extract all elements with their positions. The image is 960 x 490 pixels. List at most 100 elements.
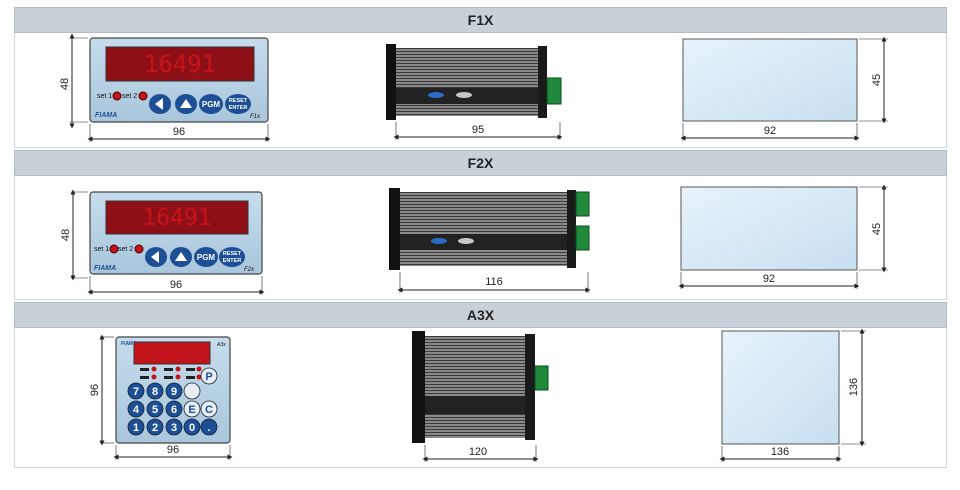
connector: [534, 365, 549, 391]
dim-depth: 116: [485, 276, 503, 288]
dim-cutout-height: 45: [871, 74, 883, 86]
set2-label: set 2: [122, 93, 137, 100]
dim-cutout-height: 45: [871, 223, 883, 235]
f2x-cutout-width-dimension: 92: [678, 272, 860, 289]
dim-cutout-width: 92: [764, 125, 776, 137]
f2x-depth-dimension: 116: [397, 272, 591, 293]
keypad-key: [200, 400, 218, 418]
keypad-key: [127, 418, 145, 436]
up-arrow-icon: [180, 99, 192, 108]
section-header-a3x: A3X: [14, 302, 947, 328]
keypad-key: [146, 382, 164, 400]
a3x-cutout-height-dimension: 136: [841, 328, 866, 447]
keypad-key-label: 2: [152, 422, 158, 434]
set2-label: set 2: [118, 246, 133, 253]
section-title: F2X: [467, 155, 494, 171]
keypad-key: [165, 382, 183, 400]
f2x-front-width-dimension: 96: [87, 276, 265, 295]
pgm-button: [199, 94, 223, 114]
keypad-key: [127, 382, 145, 400]
keypad-key-label: .: [207, 422, 210, 434]
f1x-side-view: [386, 44, 562, 120]
keypad-key: [183, 418, 201, 436]
brand-logo: FIAMA: [94, 265, 116, 272]
f1x-front-height-dimension: 48: [59, 33, 88, 129]
keypad-key-label: 8: [152, 386, 158, 398]
f2x-cutout: [680, 186, 858, 271]
f2x-front-panel: 16491 set 1 set 2 PGM RESET ENTER FIAMA …: [89, 191, 263, 275]
keypad-key-label: 5: [152, 404, 158, 416]
connector: [575, 191, 590, 217]
pgm-label: PGM: [202, 100, 221, 109]
model-mark: A3x: [216, 342, 226, 348]
keypad-key-label: 7: [133, 386, 139, 398]
dim-cutout-height: 136: [848, 378, 860, 396]
a3x-cutout: [721, 330, 840, 445]
keypad-key: [127, 400, 145, 418]
keypad-key-label: 1: [133, 422, 139, 434]
a3x-front-width-dimension: 96: [113, 444, 233, 460]
keypad-key-label: 4: [133, 404, 140, 416]
f2x-front-height-dimension: 48: [60, 189, 88, 281]
enter-label: ENTER: [223, 258, 242, 264]
keypad-key: [200, 367, 218, 385]
f1x-cutout-height-dimension: 45: [859, 36, 888, 124]
dim-front-width: 96: [170, 279, 182, 291]
dim-depth: 95: [472, 124, 484, 136]
keypad-key-label: 9: [171, 386, 177, 398]
keypad-key-label: 6: [171, 404, 177, 416]
keypad-key: [200, 418, 218, 436]
f1x-depth-dimension: 95: [393, 122, 563, 140]
f1x-front-width-dimension: 96: [87, 124, 271, 142]
dim-cutout-width: 92: [763, 273, 775, 285]
dim-front-width: 96: [167, 444, 179, 456]
a3x-side-view: [412, 331, 549, 443]
set1-label: set 1: [94, 246, 109, 253]
keypad-key: [165, 400, 183, 418]
section-title: F1X: [467, 12, 494, 28]
reset-enter-button: [225, 94, 251, 114]
led-indicators: [140, 366, 202, 380]
f1x-cutout-width-dimension: 92: [680, 123, 860, 141]
dim-depth: 120: [469, 446, 487, 458]
dim-front-height: 48: [59, 78, 71, 90]
lcd-display: [133, 341, 211, 365]
f2x-side-view: [389, 188, 590, 270]
section-title: A3X: [466, 307, 495, 323]
keypad-key-label: P: [205, 371, 212, 383]
a3x-cutout-width-dimension: 136: [719, 446, 842, 462]
set1-label: set 1: [97, 93, 112, 100]
dim-cutout-width: 136: [771, 446, 789, 458]
dim-front-width: 96: [173, 126, 185, 138]
lcd-display: 16491: [144, 50, 216, 78]
brand-logo: FIAMA: [121, 341, 137, 347]
f2x-cutout-height-dimension: 45: [859, 184, 888, 273]
section-header-f2x: F2X: [14, 150, 947, 176]
left-arrow-icon: [155, 98, 163, 110]
connector: [546, 77, 562, 105]
f1x-cutout: [682, 38, 858, 122]
dim-front-height: 48: [60, 229, 72, 241]
pgm-button: [194, 247, 218, 267]
keypad-key: [146, 418, 164, 436]
connector: [575, 225, 590, 251]
keypad-key-label: 0: [189, 422, 195, 434]
enter-label: ENTER: [229, 105, 248, 111]
keypad-key: [183, 382, 201, 400]
lcd-display: 16491: [142, 205, 211, 231]
reset-label: RESET: [229, 98, 248, 104]
keypad-key: [165, 418, 183, 436]
keypad-key: [146, 400, 164, 418]
left-arrow-icon: [151, 251, 159, 263]
f1x-front-panel: 16491 set 1 set 2 PGM RESET ENTER FIAMA …: [89, 37, 269, 123]
up-arrow-icon: [175, 252, 187, 261]
keypad-key-label: E: [188, 404, 195, 416]
reset-label: RESET: [223, 251, 242, 257]
keypad-key-label: 3: [171, 422, 177, 434]
pgm-label: PGM: [197, 253, 216, 262]
keypad-key-label: C: [205, 404, 213, 416]
dim-front-height: 96: [89, 384, 101, 396]
brand-logo: FIAMA: [95, 112, 117, 119]
